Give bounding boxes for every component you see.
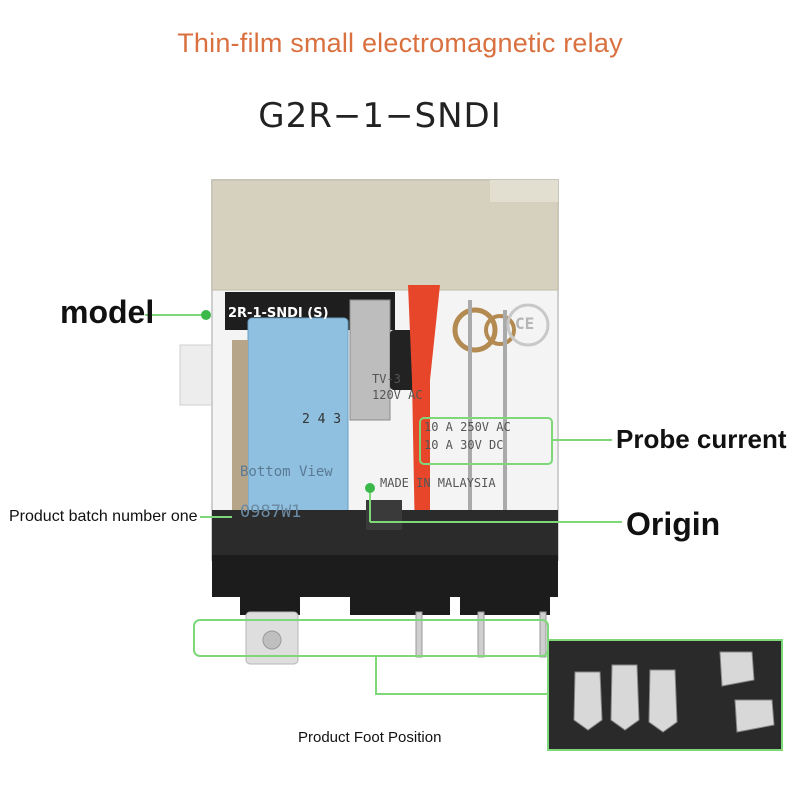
relay-pin-3 (477, 611, 485, 658)
relay-model-print: 2R-1-SNDI (S) (228, 306, 329, 321)
relay-bottom-view: Bottom View (240, 464, 333, 480)
relay-contact-left (452, 307, 498, 353)
relay-ce-mark: CE (515, 314, 535, 333)
callout-probe-current: Probe current (616, 424, 787, 454)
relay-origin-chip (366, 500, 402, 530)
closeup-pin-1 (573, 671, 603, 731)
relay-current-dc: 10 A 30V DC (424, 438, 504, 452)
callout-model: model (60, 294, 155, 330)
callout-batch: Product batch number one (9, 508, 198, 525)
closeup-pin-2 (610, 664, 640, 731)
relay-pin-hole (262, 630, 282, 650)
relay-batch-code: 0987W1 (240, 502, 302, 522)
relay-base-foot-left (240, 597, 300, 615)
callout-line-foot (375, 656, 548, 695)
callout-foot: Product Foot Position (298, 729, 442, 746)
callout-origin: Origin (626, 506, 721, 542)
relay-actuator (408, 285, 440, 540)
relay-base (212, 555, 558, 597)
relay-origin-print: MADE IN MALAYSIA (380, 476, 496, 490)
relay-voltage-rating: 120V AC (372, 388, 423, 402)
page-title: Thin-film small electromagnetic relay (177, 28, 623, 58)
callout-dot-model (201, 310, 211, 320)
model-code-heading: G2R−1−SNDI (258, 96, 502, 136)
relay-tv-rating: TV-3 (372, 372, 401, 386)
relay-contact-right (484, 314, 516, 346)
relay-base-foot-mid (350, 597, 450, 615)
relay-armature (349, 299, 391, 421)
callout-dot-origin (365, 483, 375, 493)
relay-current-ac: 10 A 250V AC (424, 420, 511, 434)
relay-ul-block (390, 330, 416, 390)
closeup-pin-4 (719, 651, 755, 687)
relay-base-foot-right (460, 597, 550, 615)
relay-spring (232, 340, 248, 535)
relay-cap-notch (490, 180, 558, 202)
relay-pin-4 (539, 611, 547, 658)
relay-pin-numbers: 2 4 3 (302, 412, 342, 427)
closeup-pin-3 (648, 669, 678, 733)
ce-mark-ring (506, 303, 550, 347)
callout-box-foot (193, 619, 549, 657)
relay-pin-2 (415, 611, 423, 658)
closeup-pin-5 (734, 699, 775, 733)
